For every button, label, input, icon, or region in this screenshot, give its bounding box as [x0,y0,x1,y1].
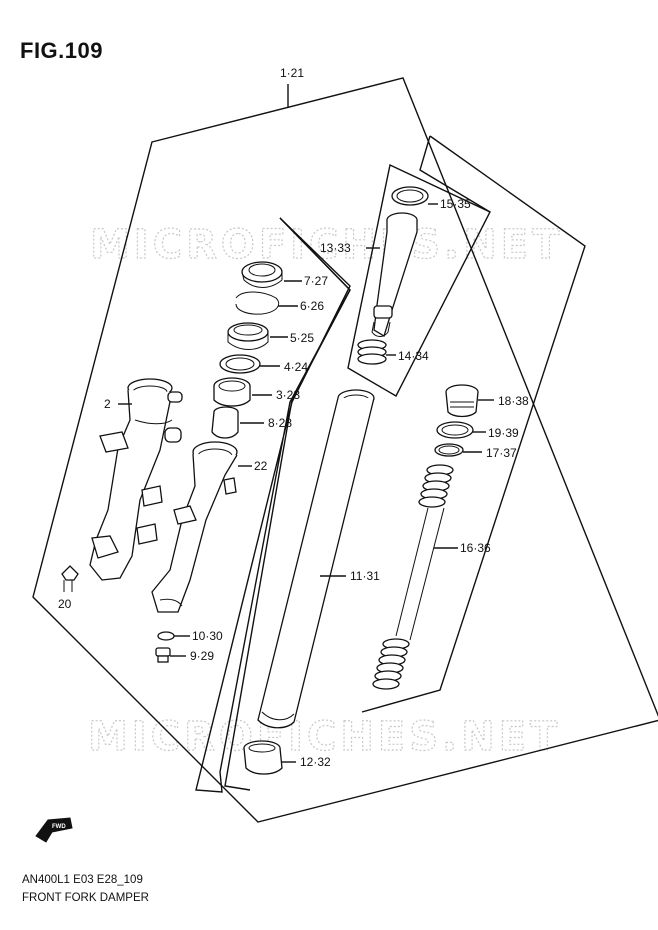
slide-metal [213,377,251,407]
callout-piston-ring: 15·35 [440,197,471,211]
callout-o-ring: 19·39 [488,426,519,440]
fwd-arrow-icon: FWD [35,817,73,843]
callout-outer-tube-right: 22 [254,459,268,473]
right-group-top-edge [419,135,491,213]
callout-bleed-bolt: 20 [58,597,72,611]
fork-outer-tube-left [89,378,183,581]
dust-seal [241,261,283,288]
callout-fork-spring: 16·36 [460,541,491,555]
watermark-bottom: MICROFICHES.NET [88,714,561,760]
oil-lock-piece [211,406,239,439]
stopper-ring [235,291,280,315]
footer-figure-name: FRONT FORK DAMPER [22,892,149,904]
callout-fork-outer-tube: 2 [104,397,111,411]
gasket [157,631,175,641]
cap-bolt [445,384,479,418]
callout-guide-metal: 12·32 [300,755,331,769]
callout-damper-rod: 13·33 [320,241,351,255]
damper-bolt [155,647,171,663]
callout-slide-metal: 3·23 [276,388,300,402]
rebound-spring [357,339,387,365]
right-group-outline [361,135,586,713]
callout-dust-seal: 7·27 [304,274,328,288]
oil-seal [227,322,269,350]
fork-spring [372,464,454,690]
callout-cap-bolt: 18·38 [498,394,529,408]
callout-oil-lock-piece: 8·28 [268,416,292,430]
callout-inner-tube: 11·31 [350,569,380,583]
fork-outer-tube-right [151,441,238,613]
guide-metal [243,740,283,775]
callout-oil-seal: 5·25 [290,331,314,345]
fwd-arrow-text: FWD [52,824,66,830]
callout-damper-bolt: 9·29 [190,649,214,663]
callout-rebound-spring: 14·34 [398,349,429,363]
callout-stopper-ring: 6·26 [300,299,324,313]
washer-seal [219,354,261,374]
damper-rod [371,212,418,337]
piston-ring [391,186,429,206]
assembly-outline [32,77,658,823]
o-ring-inner [441,424,469,436]
callout-assembly: 1·21 [280,66,304,80]
figure-title: FIG.109 [20,38,103,63]
footer-model-code: AN400L1 E03 E28_109 [22,874,143,886]
spacer-inner [438,445,460,455]
callout-gasket: 10·30 [192,629,223,643]
damper-rod-group-outline [347,163,491,397]
bleed-bolt [61,565,79,592]
callout-spacer: 17·37 [486,446,517,460]
callout-washer-seal: 4·24 [284,360,308,374]
inner-tube-group-line [224,217,351,791]
inner-tube [257,389,375,729]
